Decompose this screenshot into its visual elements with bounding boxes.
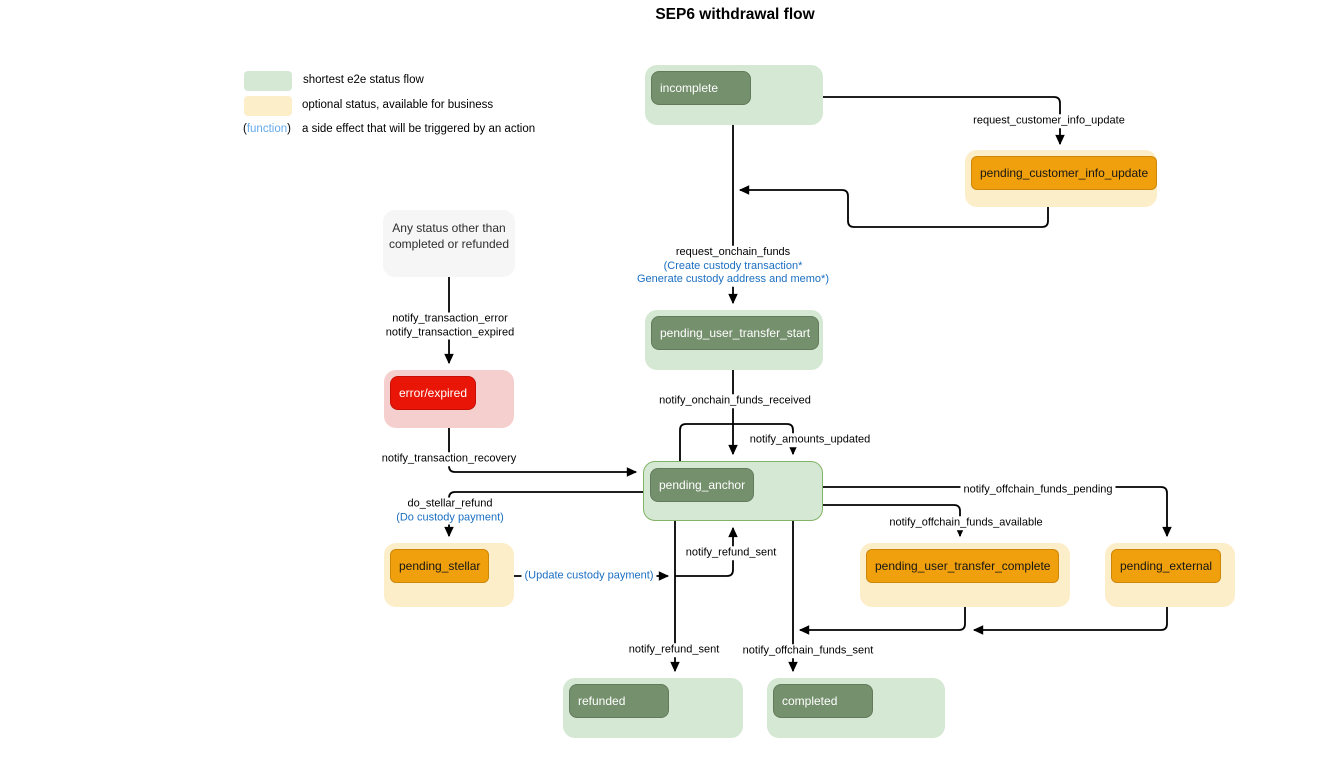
legend-function-word: function: [246, 123, 288, 135]
edge-label-create-custody-transaction: (Create custody transaction*: [663, 259, 803, 272]
edge-notify-amounts-updated-loop: [679, 423, 798, 461]
edge-label-update-custody-payment: (Update custody payment): [521, 569, 657, 583]
status-chip-pending-stellar: pending_stellar: [390, 549, 490, 583]
paren-close: ): [287, 123, 291, 135]
edge-label-do-custody-payment: (Do custody payment): [396, 511, 504, 523]
edge-notify-refund-sent-up: [675, 526, 738, 577]
edge-customer-info-return: [738, 185, 1049, 228]
legend-green-swatch: [244, 71, 292, 91]
node-refunded: refunded: [563, 678, 743, 738]
status-chip-pending-customer-info-update: pending_customer_info_update: [971, 156, 1158, 190]
edge-notify-offchain-funds-pending: [823, 486, 1172, 538]
edge-transfer-complete-to-completed: [798, 607, 966, 635]
edge-label-do-stellar-refund: do_stellar_refund (Do custody payment): [393, 497, 507, 525]
node-pending-user-transfer-complete: pending_user_transfer_complete: [860, 543, 1070, 607]
edge-label-do-stellar-refund-action: do_stellar_refund: [407, 497, 493, 510]
edge-label-notify-transaction-recovery: notify_transaction_recovery: [378, 452, 520, 466]
status-chip-pending-user-transfer-complete: pending_user_transfer_complete: [866, 549, 1060, 583]
any-status-line1: Any status other than: [392, 221, 506, 235]
node-pending-customer-info-update: pending_customer_info_update: [965, 150, 1158, 207]
status-chip-pending-external: pending_external: [1111, 549, 1222, 583]
node-error-expired: error/expired: [384, 370, 514, 428]
status-chip-pending-user-transfer-start: pending_user_transfer_start: [651, 316, 820, 350]
status-chip-error-expired: error/expired: [390, 376, 477, 410]
edge-label-notify-refund-sent-down: notify_refund_sent: [625, 643, 723, 657]
edge-label-request-onchain-funds: request_onchain_funds (Create custody tr…: [634, 245, 832, 287]
node-pending-external: pending_external: [1105, 543, 1235, 607]
edge-label-notify-onchain-funds-received: notify_onchain_funds_received: [656, 394, 814, 408]
edge-request-customer-info-update: [823, 96, 1065, 146]
status-chip-refunded: refunded: [569, 684, 669, 718]
edge-notify-offchain-funds-available: [823, 504, 965, 538]
status-chip-completed: completed: [773, 684, 873, 718]
edge-label-request-onchain-funds-action: request_onchain_funds: [675, 245, 791, 258]
node-incomplete: incomplete: [645, 65, 823, 125]
any-status-line2: completed or refunded: [388, 236, 510, 251]
legend-yellow-label: optional status, available for business: [302, 99, 494, 111]
edge-label-notify-offchain-funds-sent: notify_offchain_funds_sent: [739, 644, 877, 658]
edge-label-notify-offchain-funds-pending: notify_offchain_funds_pending: [960, 483, 1116, 497]
status-chip-pending-anchor: pending_anchor: [650, 468, 755, 502]
edge-label-notify-offchain-funds-available: notify_offchain_funds_available: [886, 516, 1046, 530]
node-pending-user-transfer-start: pending_user_transfer_start: [645, 310, 823, 370]
edge-label-notify-transaction-expired: notify_transaction_expired: [385, 326, 515, 338]
paren-open: (: [243, 123, 247, 135]
edge-external-to-completed: [972, 607, 1168, 635]
legend-green-label: shortest e2e status flow: [303, 74, 424, 86]
page-title: SEP6 withdrawal flow: [655, 6, 815, 23]
legend-function-key: (function): [243, 123, 291, 135]
legend-function-label: a side effect that will be triggered by …: [302, 123, 536, 135]
edge-notify-transaction-recovery: [448, 428, 638, 477]
edge-label-notify-refund-sent-up: notify_refund_sent: [682, 546, 780, 560]
node-pending-stellar: pending_stellar: [384, 543, 514, 607]
node-any-status: Any status other than completed or refun…: [383, 210, 515, 277]
legend-yellow-swatch: [244, 96, 292, 116]
edge-label-notify-transaction-error-expired: notify_transaction_error notify_transact…: [382, 312, 518, 340]
edge-label-request-customer-info-update: request_customer_info_update: [970, 114, 1128, 128]
any-status-text: Any status other than completed or refun…: [383, 210, 515, 252]
node-pending-anchor: pending_anchor: [643, 461, 823, 521]
edge-label-notify-transaction-error: notify_transaction_error: [392, 312, 508, 325]
edge-label-notify-amounts-updated: notify_amounts_updated: [746, 433, 874, 447]
edge-label-generate-custody-address: Generate custody address and memo*): [637, 272, 829, 285]
node-completed: completed: [767, 678, 945, 738]
status-chip-incomplete: incomplete: [651, 71, 751, 105]
